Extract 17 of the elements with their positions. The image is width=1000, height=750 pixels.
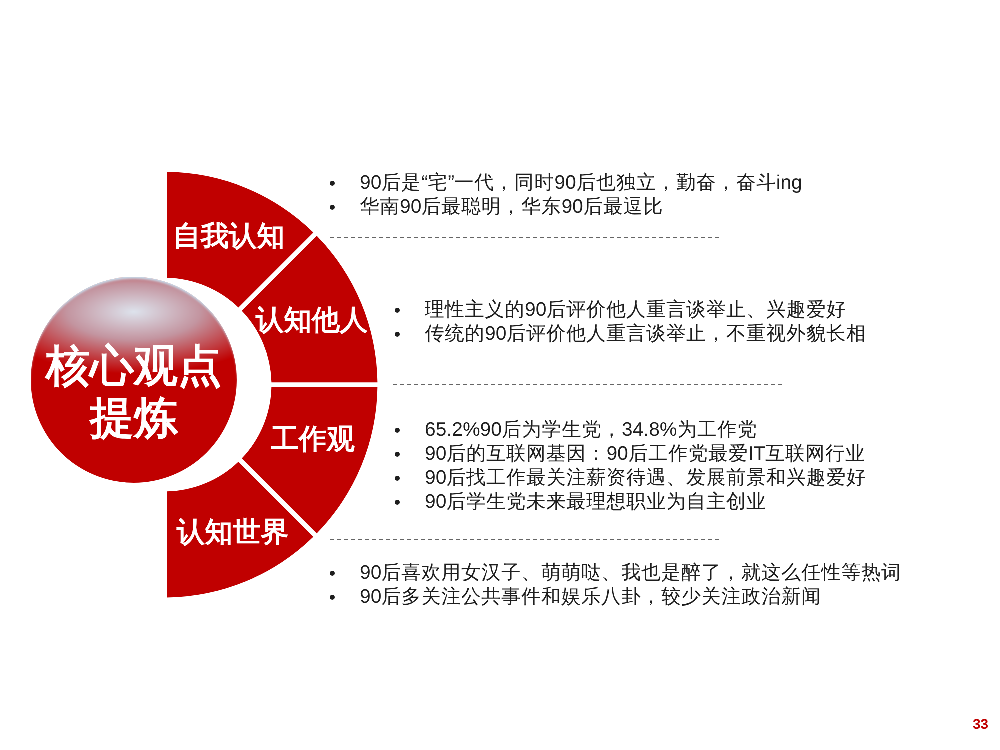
bullet-item: 90后找工作最关注薪资待遇、发展前景和兴趣爱好 (395, 466, 867, 490)
segment-label: 自我认知 (172, 222, 285, 252)
bullet-item: 90后多关注公共事件和娱乐八卦，较少关注政治新闻 (330, 585, 822, 609)
bullet-item: 90后的互联网基因：90后工作党最爱IT互联网行业 (395, 442, 866, 466)
page-number: 33 (973, 716, 989, 732)
bullet-item: 65.2%90后为学生党，34.8%为工作党 (395, 418, 758, 442)
segment-label: 认知他人 (256, 306, 368, 336)
ring-segment (167, 462, 314, 598)
bullet-item: 传统的90后评价他人重言谈举止，不重视外貌长相 (395, 322, 867, 346)
segment-label: 认知世界 (176, 518, 289, 548)
bullet-item: 华南90后最聪明，华东90后最逗比 (330, 195, 664, 219)
bullet-item: 90后是“宅”一代，同时90后也独立，勤奋，奋斗ing (330, 171, 802, 195)
bullet-item: 90后学生党未来最理想职业为自主创业 (395, 490, 767, 514)
segment-label: 工作观 (270, 424, 355, 456)
bullet-item: 理性主义的90后评价他人重言谈举止、兴趣爱好 (395, 298, 847, 322)
bullet-item: 90后喜欢用女汉子、萌萌哒、我也是醉了，就这么任性等热词 (330, 561, 902, 585)
core-title: 核心观点提炼 (44, 341, 223, 445)
